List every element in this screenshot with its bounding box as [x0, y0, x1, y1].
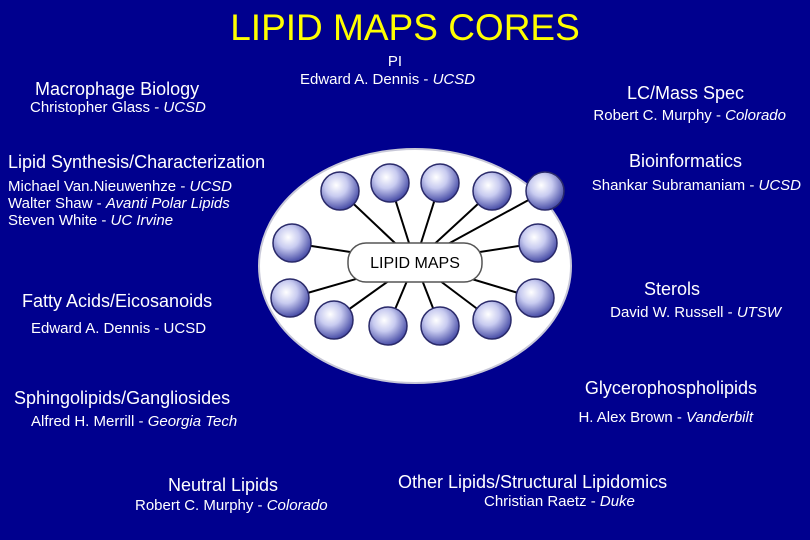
core-title-bioinformatics: Bioinformatics — [629, 150, 742, 172]
core-title-fatty: Fatty Acids/Eicosanoids — [22, 290, 212, 312]
hub-bead — [421, 164, 459, 202]
core-title-glycero: Glycerophospholipids — [585, 377, 757, 399]
core-title-neutral: Neutral Lipids — [168, 474, 278, 496]
core-person-lcms: Robert C. Murphy - Colorado — [593, 107, 786, 124]
center-label: LIPID MAPS — [348, 255, 482, 273]
hub-bead — [421, 307, 459, 345]
core-person-synthesis-1: Michael Van.Nieuwenhze - UCSD — [8, 178, 232, 195]
core-title-synthesis: Lipid Synthesis/Characterization — [8, 151, 265, 173]
hub-bead — [473, 172, 511, 210]
core-title-lcms: LC/Mass Spec — [627, 82, 744, 104]
core-person-synthesis-2: Walter Shaw - Avanti Polar Lipids — [8, 195, 230, 212]
hub-bead — [516, 279, 554, 317]
hub-bead — [315, 301, 353, 339]
hub-bead — [526, 172, 564, 210]
core-person-sterols: David W. Russell - UTSW — [610, 304, 781, 321]
core-person-bioinformatics: Shankar Subramaniam - UCSD — [592, 177, 801, 194]
core-person-neutral: Robert C. Murphy - Colorado — [135, 497, 328, 514]
core-person-glycero: H. Alex Brown - Vanderbilt — [578, 409, 753, 426]
core-person-other: Christian Raetz - Duke — [484, 493, 635, 510]
hub-bead — [473, 301, 511, 339]
core-title-other: Other Lipids/Structural Lipidomics — [398, 471, 667, 493]
core-person-fatty: Edward A. Dennis - UCSD — [31, 320, 206, 337]
page-title: LIPID MAPS CORES — [0, 6, 810, 50]
core-person-sphingo: Alfred H. Merrill - Georgia Tech — [31, 413, 237, 430]
hub-bead — [273, 224, 311, 262]
pi-label: PI — [290, 53, 500, 70]
core-title-sphingo: Sphingolipids/Gangliosides — [14, 387, 230, 409]
core-person-synthesis-3: Steven White - UC Irvine — [8, 212, 173, 229]
core-title-macrophage: Macrophage Biology — [35, 78, 199, 100]
hub-bead — [321, 172, 359, 210]
hub-bead — [369, 307, 407, 345]
core-title-sterols: Sterols — [644, 278, 700, 300]
hub-bead — [519, 224, 557, 262]
hub-bead — [271, 279, 309, 317]
pi-name: Edward A. Dennis - UCSD — [300, 71, 475, 88]
core-person-macrophage: Christopher Glass - UCSD — [30, 99, 206, 116]
hub-bead — [371, 164, 409, 202]
